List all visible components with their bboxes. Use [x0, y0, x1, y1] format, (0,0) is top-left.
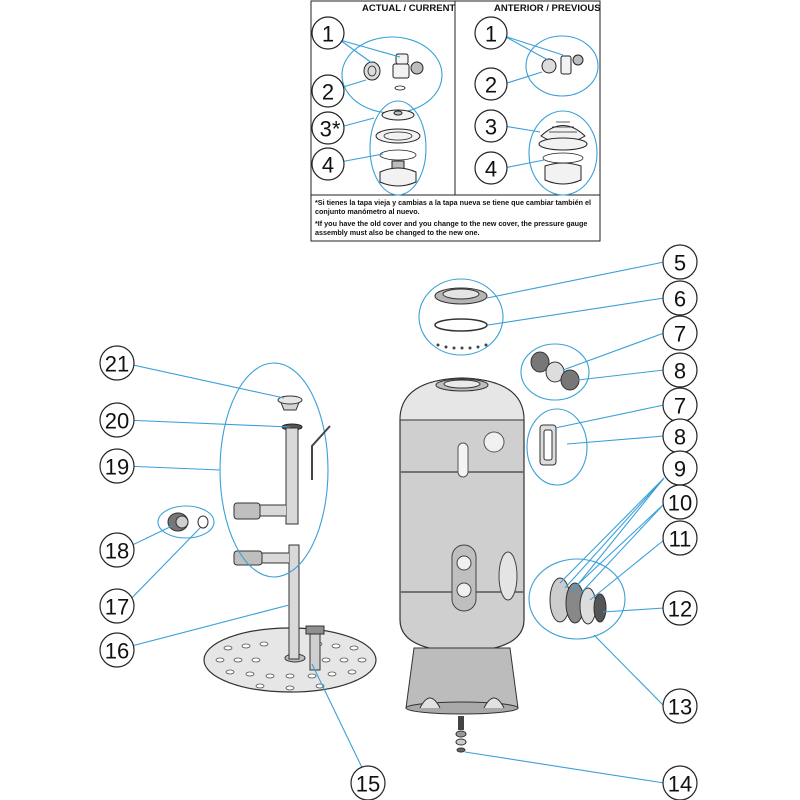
top-cover-parts: [434, 287, 488, 350]
note-spanish: *Si tienes la tapa vieja y cambias a la …: [315, 198, 592, 216]
standpipe-upper: [233, 395, 331, 525]
callout-15: 15: [350, 765, 386, 800]
current-pressure-gauge-assembly: [363, 53, 424, 91]
svg-text:16: 16: [105, 639, 129, 664]
svg-text:4: 4: [322, 153, 334, 178]
callout-5: 5: [662, 244, 698, 280]
callout-13: 13: [662, 688, 698, 724]
callout-17: 17: [99, 588, 135, 624]
svg-text:11: 11: [669, 527, 692, 552]
callout-21: 21: [99, 345, 135, 381]
leaders: [123, 261, 665, 784]
svg-text:5: 5: [674, 251, 686, 276]
svg-text:3: 3: [485, 115, 497, 140]
svg-text:2: 2: [485, 73, 497, 98]
flange-group-a-outline: [520, 343, 590, 401]
svg-text:7: 7: [674, 322, 686, 347]
previous-cover-group-outline: [528, 110, 598, 196]
svg-text:20: 20: [105, 409, 129, 434]
svg-text:8: 8: [674, 425, 686, 450]
callout-1-previous: 1: [474, 16, 508, 50]
callout-6: 6: [662, 280, 698, 316]
drain-pipe: [309, 629, 321, 671]
callout-20: 20: [99, 402, 135, 438]
svg-text:4: 4: [485, 157, 497, 182]
manhole-group-outline: [528, 558, 626, 640]
callout-4-current: 4: [311, 147, 345, 181]
union-group-outline: [157, 505, 215, 539]
standpipe-lower: [288, 544, 300, 660]
callout-7b: 7: [662, 387, 698, 423]
svg-text:3*: 3*: [320, 117, 341, 142]
svg-text:17: 17: [105, 595, 129, 620]
top-cover-group-outline: [418, 278, 504, 356]
callout-2-current: 2: [311, 74, 345, 108]
previous-pressure-gauge-assembly: [541, 54, 584, 75]
callout-8a: 8: [662, 352, 698, 388]
svg-text:18: 18: [105, 539, 129, 564]
callout-11: 11: [662, 520, 698, 556]
callout-2-previous: 2: [474, 67, 508, 101]
svg-text:1: 1: [485, 22, 497, 47]
flange-set-a: [530, 351, 580, 391]
svg-text:12: 12: [668, 597, 692, 622]
callout-1-current: 1: [311, 16, 345, 50]
union-fitting: [167, 512, 209, 532]
svg-text:15: 15: [356, 772, 380, 797]
callout-18: 18: [99, 532, 135, 568]
svg-text:1: 1: [322, 22, 334, 47]
callout-9: 9: [662, 450, 698, 486]
svg-text:2: 2: [322, 80, 334, 105]
svg-text:21: 21: [105, 352, 129, 377]
callout-12: 12: [662, 590, 698, 626]
svg-text:13: 13: [668, 695, 692, 720]
current-cover-assembly: [375, 109, 421, 187]
previous-gauge-group-outline: [525, 35, 599, 97]
svg-text:7: 7: [674, 394, 686, 419]
flange-set-b: [539, 424, 557, 466]
callout-7a: 7: [662, 315, 698, 351]
callout-8b: 8: [662, 418, 698, 454]
previous-cover-assembly: [538, 121, 588, 185]
callout-4-previous: 4: [474, 151, 508, 185]
callout-14: 14: [662, 765, 698, 800]
manhole-parts: [549, 577, 607, 625]
header-current: ACTUAL / CURRENT: [362, 3, 455, 14]
svg-text:14: 14: [668, 772, 692, 797]
svg-text:10: 10: [668, 491, 692, 516]
svg-text:9: 9: [674, 457, 686, 482]
callout-16: 16: [99, 632, 135, 668]
svg-text:8: 8: [674, 359, 686, 384]
note-block: *Si tienes la tapa vieja y cambias a la …: [315, 198, 592, 237]
svg-text:6: 6: [674, 287, 686, 312]
flange-group-b-outline: [526, 408, 588, 486]
laterals-assembly: [203, 544, 377, 693]
callout-19: 19: [99, 448, 135, 484]
current-cover-group-outline: [369, 100, 427, 196]
callout-3-previous: 3: [474, 109, 508, 143]
drain-assembly: [455, 716, 467, 753]
filter-tank: [399, 377, 525, 715]
callout-3-current: 3*: [311, 111, 345, 145]
replacement-panel: ACTUAL / CURRENT ANTERIOR / PREVIOUS: [310, 0, 601, 242]
header-previous: ANTERIOR / PREVIOUS: [494, 3, 601, 14]
note-english: *If you have the old cover and you chang…: [315, 219, 588, 237]
svg-text:19: 19: [105, 455, 129, 480]
callout-10: 10: [662, 484, 698, 520]
